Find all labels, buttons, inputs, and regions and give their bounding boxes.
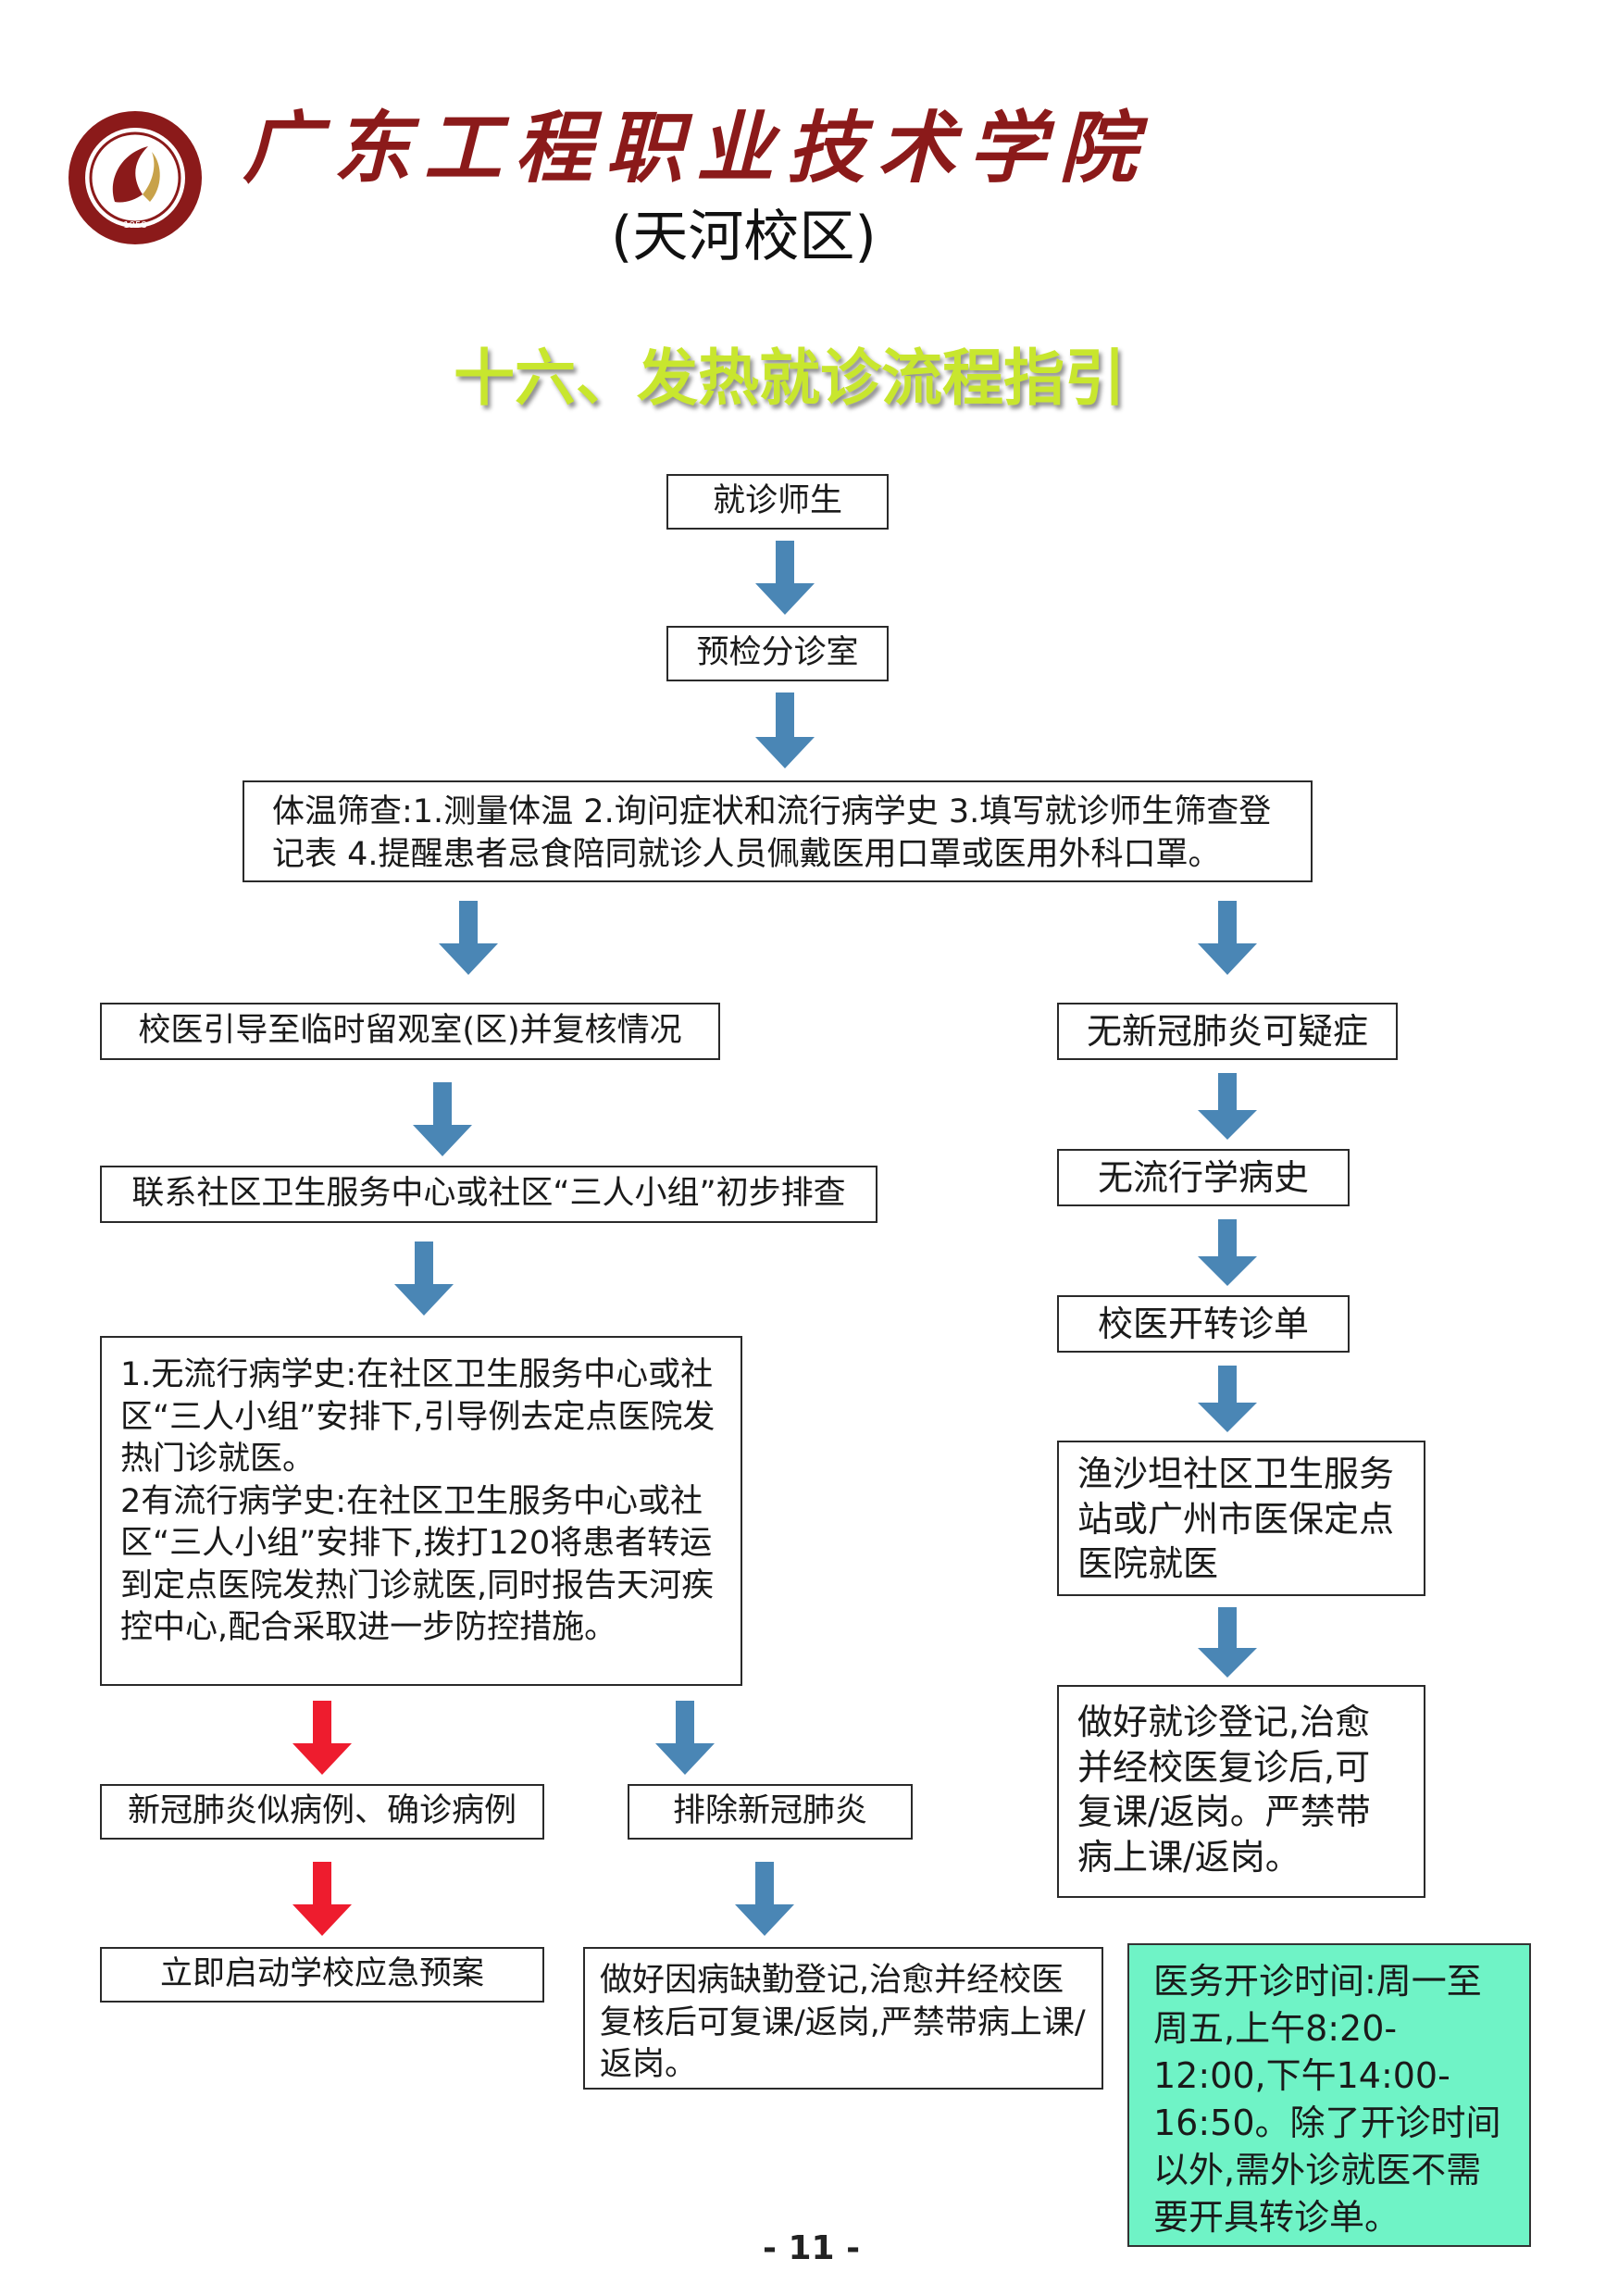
arrow-observe-to-contact	[413, 1082, 472, 1156]
arrow-details-to-excluded	[655, 1701, 715, 1775]
box-contact: 联系社区卫生服务中心或社区“三人小组”初步排查	[100, 1166, 877, 1223]
page-title: 十六、发热就诊流程指引	[454, 343, 1126, 414]
box-no-suspect: 无新冠肺炎可疑症	[1057, 1003, 1398, 1060]
box-excluded-action: 做好因病缺勤登记,治愈并经校医复核后可复课/返岗,严禁带病上课/返岗。	[583, 1947, 1103, 2090]
box-excluded: 排除新冠肺炎	[628, 1784, 913, 1840]
arrow-screening-to-observe	[439, 901, 498, 975]
box-precheck: 预检分诊室	[666, 626, 889, 681]
box-observe: 校医引导至临时留观室(区)并复核情况	[100, 1003, 720, 1060]
box-suspected: 新冠肺炎似病例、确诊病例	[100, 1784, 544, 1840]
arrow-no-history-to-referral	[1198, 1219, 1257, 1286]
school-name: 广东工程职业技术学院	[243, 102, 1151, 193]
box-register: 做好就诊登记,治愈并经校医复诊后,可复课/返岗。严禁带病上课/返岗。	[1057, 1685, 1425, 1898]
box-details: 1.无流行病学史:在社区卫生服务中心或社区“三人小组”安排下,引导例去定点医院发…	[100, 1336, 742, 1686]
page-number: - 11 -	[763, 2229, 861, 2267]
box-start: 就诊师生	[666, 474, 889, 530]
arrow-start-to-precheck	[755, 541, 815, 615]
box-hours-note: 医务开诊时间:周一至周五,上午8:20-12:00,下午14:00-16:50。…	[1127, 1943, 1531, 2247]
box-screening: 体温筛查:1.测量体温 2.询问症状和流行病学史 3.填写就诊师生筛查登记表 4…	[243, 780, 1313, 882]
logo-year: 1958	[123, 220, 146, 231]
arrow-no-suspect-to-no-history	[1198, 1073, 1257, 1140]
box-no-history: 无流行学病史	[1057, 1149, 1350, 1206]
arrow-screening-to-no-suspect	[1198, 901, 1257, 975]
arrow-contact-to-details	[394, 1242, 454, 1316]
arrow-details-to-suspected	[292, 1701, 352, 1775]
arrow-suspected-to-emergency	[292, 1862, 352, 1936]
school-logo: 1958	[67, 109, 204, 246]
arrow-hospital-to-register	[1198, 1607, 1257, 1678]
arrow-precheck-to-screening	[755, 693, 815, 768]
arrow-excluded-to-action	[735, 1862, 794, 1936]
box-referral: 校医开转诊单	[1057, 1295, 1350, 1353]
arrow-referral-to-hospital	[1198, 1366, 1257, 1432]
campus-name: (天河校区)	[611, 205, 877, 269]
box-hospital: 渔沙坦社区卫生服务站或广州市医保定点医院就医	[1057, 1441, 1425, 1596]
box-emergency: 立即启动学校应急预案	[100, 1947, 544, 2003]
